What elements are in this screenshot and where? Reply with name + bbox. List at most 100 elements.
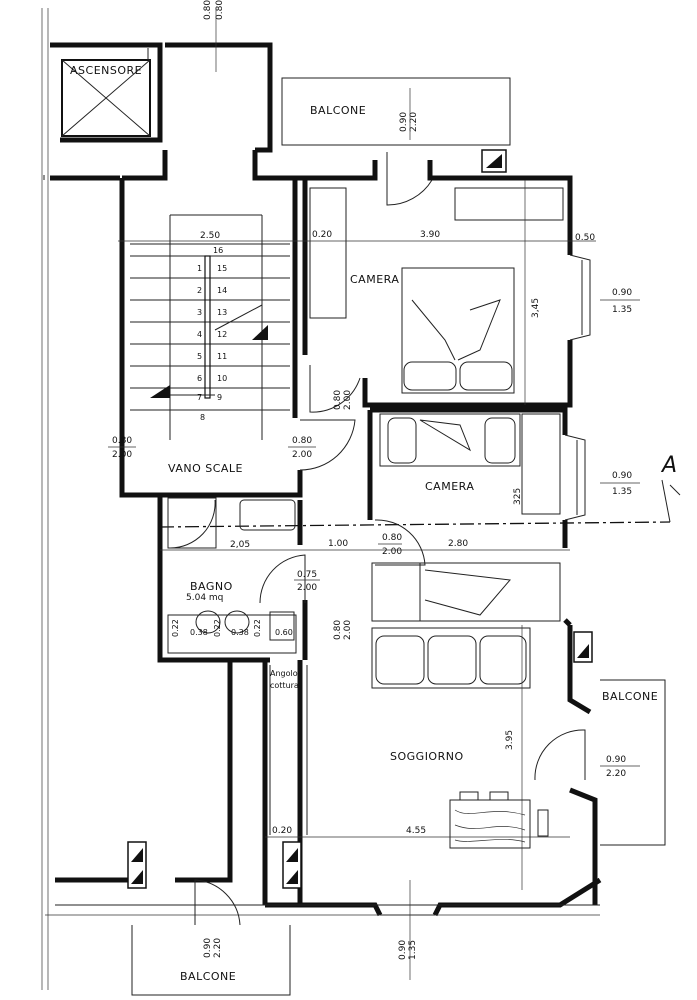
wardrobe — [371, 562, 561, 622]
bathroom-fixtures — [167, 610, 297, 654]
dim-corr-200: 2.00 — [382, 547, 402, 557]
step-16: 16 — [213, 246, 223, 255]
dim-door-cam-080: 0.80 — [333, 390, 343, 410]
step-4: 4 — [197, 330, 202, 339]
step-8: 8 — [200, 413, 205, 422]
dim-cam-050: 0.50 — [575, 233, 595, 243]
room-label-angolo: Angolo — [270, 669, 298, 678]
living-room-walls — [262, 618, 598, 905]
shower-door — [169, 499, 216, 549]
stair-flight — [130, 214, 290, 440]
room-label-camera-2: CAMERA — [425, 480, 474, 493]
entrance-door — [299, 419, 356, 471]
door-soggiorno-balcony — [534, 729, 586, 781]
room-label-vano-scale: VANO SCALE — [168, 462, 243, 475]
step-12: 12 — [217, 330, 227, 339]
dim-vano-080-right: 0.80 — [292, 436, 312, 446]
dim-win2-090: 0.90 — [612, 471, 632, 481]
step-11: 11 — [217, 352, 227, 361]
dim-win2-135: 1.35 — [612, 487, 632, 497]
building-outline — [41, 8, 49, 990]
dim-cam-390: 3.90 — [420, 230, 440, 240]
dim-bagno-038-a: 0.38 — [190, 628, 208, 637]
dim-balc-r-090: 0.90 — [606, 755, 626, 765]
dim-win1-135: 1.35 — [612, 305, 632, 315]
step-7: 7 — [197, 393, 202, 402]
dim-corr-080: 0.80 — [382, 533, 402, 543]
dim-bagno-022-c: 0.22 — [253, 619, 262, 637]
door-camera-2 — [374, 519, 426, 566]
bedroom-2-walls — [367, 407, 568, 548]
section-mark-a: A — [660, 453, 677, 478]
door-balcony-bottom — [194, 879, 241, 926]
double-bed-1 — [401, 267, 515, 394]
door-bagno — [259, 554, 306, 604]
dim-bagno-022-a: 0.22 — [171, 619, 180, 637]
sofa — [371, 627, 531, 689]
dim-bagno-022-b: 0.22 — [213, 619, 222, 637]
dim-stair-width: 2.50 — [200, 231, 220, 241]
dim-bot-door-090: 0.90 — [203, 938, 213, 958]
dim-bot-door-220: 2.20 — [213, 938, 223, 958]
balcony-right — [600, 679, 666, 846]
step-9: 9 — [217, 393, 222, 402]
stair-core-walls — [50, 42, 303, 498]
dim-sogg-395: 3.95 — [505, 730, 515, 750]
dim-corr-100: 1.00 — [328, 539, 348, 549]
window-camera-1 — [569, 254, 591, 341]
dim-cam2-325: 325 — [513, 488, 523, 505]
room-label-cottura: cottura — [270, 681, 299, 690]
room-label-soggiorno: SOGGIORNO — [390, 750, 464, 763]
room-area-bagno: 5.04 mq — [186, 593, 223, 603]
dim-bot-win-135: 1.35 — [408, 940, 418, 960]
window-shutter-icon — [282, 841, 302, 889]
dim-door-cam-200: 2.00 — [343, 390, 353, 410]
dim-cam-020: 0.20 — [312, 230, 332, 240]
step-10: 10 — [217, 374, 227, 383]
section-line — [159, 479, 681, 528]
step-3: 3 — [197, 308, 202, 317]
room-label-camera-1: CAMERA — [350, 273, 399, 286]
room-label-balcone-bottom: BALCONE — [180, 970, 236, 983]
dim-bagno-205: 2,05 — [230, 540, 250, 550]
room-label-ascensore: ASCENSORE — [70, 64, 142, 77]
step-1: 1 — [197, 264, 202, 273]
dim-vano-200-right: 2.00 — [292, 450, 312, 460]
single-bed — [387, 417, 516, 464]
window-shutter-icon — [573, 631, 593, 663]
dim-corr-280: 2.80 — [448, 539, 468, 549]
elevator-shaft-icon — [61, 48, 151, 137]
balcony-door-top — [386, 152, 433, 206]
dim-win1-090: 0.90 — [612, 288, 632, 298]
window-shutter-icon — [127, 841, 147, 889]
room-label-bagno: BAGNO — [190, 580, 233, 593]
dim-bagno-door-200: 2.00 — [297, 583, 317, 593]
window-camera-2 — [564, 434, 586, 521]
bottom-walls — [45, 657, 602, 917]
dim-bagno-door-075: 0.75 — [297, 570, 317, 580]
step-15: 15 — [217, 264, 227, 273]
window-shutter-icon — [481, 149, 507, 173]
balcony-bottom — [131, 925, 291, 996]
dim-top-080-a: 0.80 — [203, 0, 213, 20]
room-label-balcone-top: BALCONE — [310, 104, 366, 117]
dim-top-080-b: 0.80 — [215, 0, 225, 20]
dim-balc-r-220: 2.20 — [606, 769, 626, 779]
balcony-top — [281, 77, 511, 146]
dim-bagno-060: 0.60 — [275, 628, 293, 637]
dim-bot-win-090: 0.90 — [398, 940, 408, 960]
step-2: 2 — [197, 286, 202, 295]
stair-direction-icon — [150, 325, 268, 398]
dim-bagno-038-b: 0.38 — [231, 628, 249, 637]
dim-sogg-455: 4.55 — [406, 826, 426, 836]
door-camera-1 — [309, 365, 361, 413]
stair-step-numbers: 16 1 2 3 4 5 6 7 15 14 13 12 11 10 9 8 — [197, 246, 227, 422]
bedroom-1-walls — [295, 160, 573, 408]
dim-sogg-door-080: 0.80 — [333, 620, 343, 640]
dim-vano-080-left: 0.80 — [112, 436, 132, 446]
step-14: 14 — [217, 286, 227, 295]
dim-sogg-020: 0.20 — [272, 826, 292, 836]
step-6: 6 — [197, 374, 202, 383]
step-13: 13 — [217, 308, 227, 317]
